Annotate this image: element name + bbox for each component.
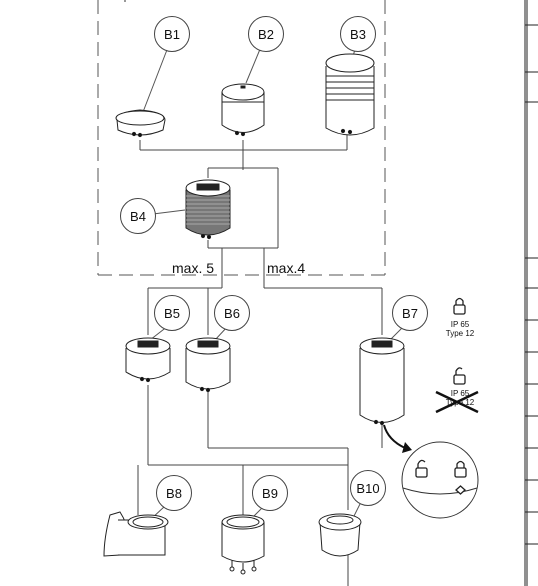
callout-b9: B9	[252, 475, 288, 511]
component-b9	[221, 514, 265, 575]
connection-lines	[137, 135, 383, 586]
component-b6	[185, 337, 231, 393]
callout-b7: B7	[392, 295, 428, 331]
table-border	[524, 0, 538, 586]
callout-b1: B1	[154, 16, 190, 52]
padlock-open-icon	[453, 367, 466, 385]
padlock-closed-icon	[454, 460, 467, 495]
padlock-open-icon	[415, 459, 428, 478]
component-b3	[325, 53, 375, 136]
lock-detail-view	[401, 441, 479, 519]
callout-b8: B8	[156, 475, 192, 511]
component-b5	[125, 337, 171, 383]
ip-rating: IP 65	[450, 320, 470, 329]
protection-not-allowed-label: IP 65 Type 12	[434, 389, 486, 407]
max-limit-right: max.4	[267, 260, 306, 276]
component-b4	[185, 179, 231, 240]
component-b1	[115, 109, 166, 138]
dashed-enclosure	[97, 0, 386, 276]
callout-b10: B10	[350, 470, 386, 506]
callout-b5: B5	[154, 295, 190, 331]
protection-allowed-label: IP 65 Type 12	[434, 320, 486, 338]
callout-b2: B2	[248, 16, 284, 52]
type-rating: Type 12	[445, 329, 475, 338]
component-b2	[221, 83, 265, 137]
callout-leaders	[142, 41, 405, 521]
callout-b3: B3	[340, 16, 376, 52]
component-b8	[103, 511, 169, 557]
detail-arrow	[383, 424, 406, 449]
cross-out-mark	[435, 390, 479, 414]
type-rating-crossed: Type 12	[445, 398, 475, 407]
component-b7	[359, 337, 405, 426]
padlock-closed-icon	[453, 297, 466, 315]
ip-rating-crossed: IP 65	[450, 389, 470, 398]
detail-arrowhead	[402, 442, 412, 453]
callout-b4: B4	[120, 198, 156, 234]
component-b10	[318, 513, 362, 557]
callout-b6: B6	[214, 295, 250, 331]
max-limit-left: max. 5	[172, 260, 215, 276]
